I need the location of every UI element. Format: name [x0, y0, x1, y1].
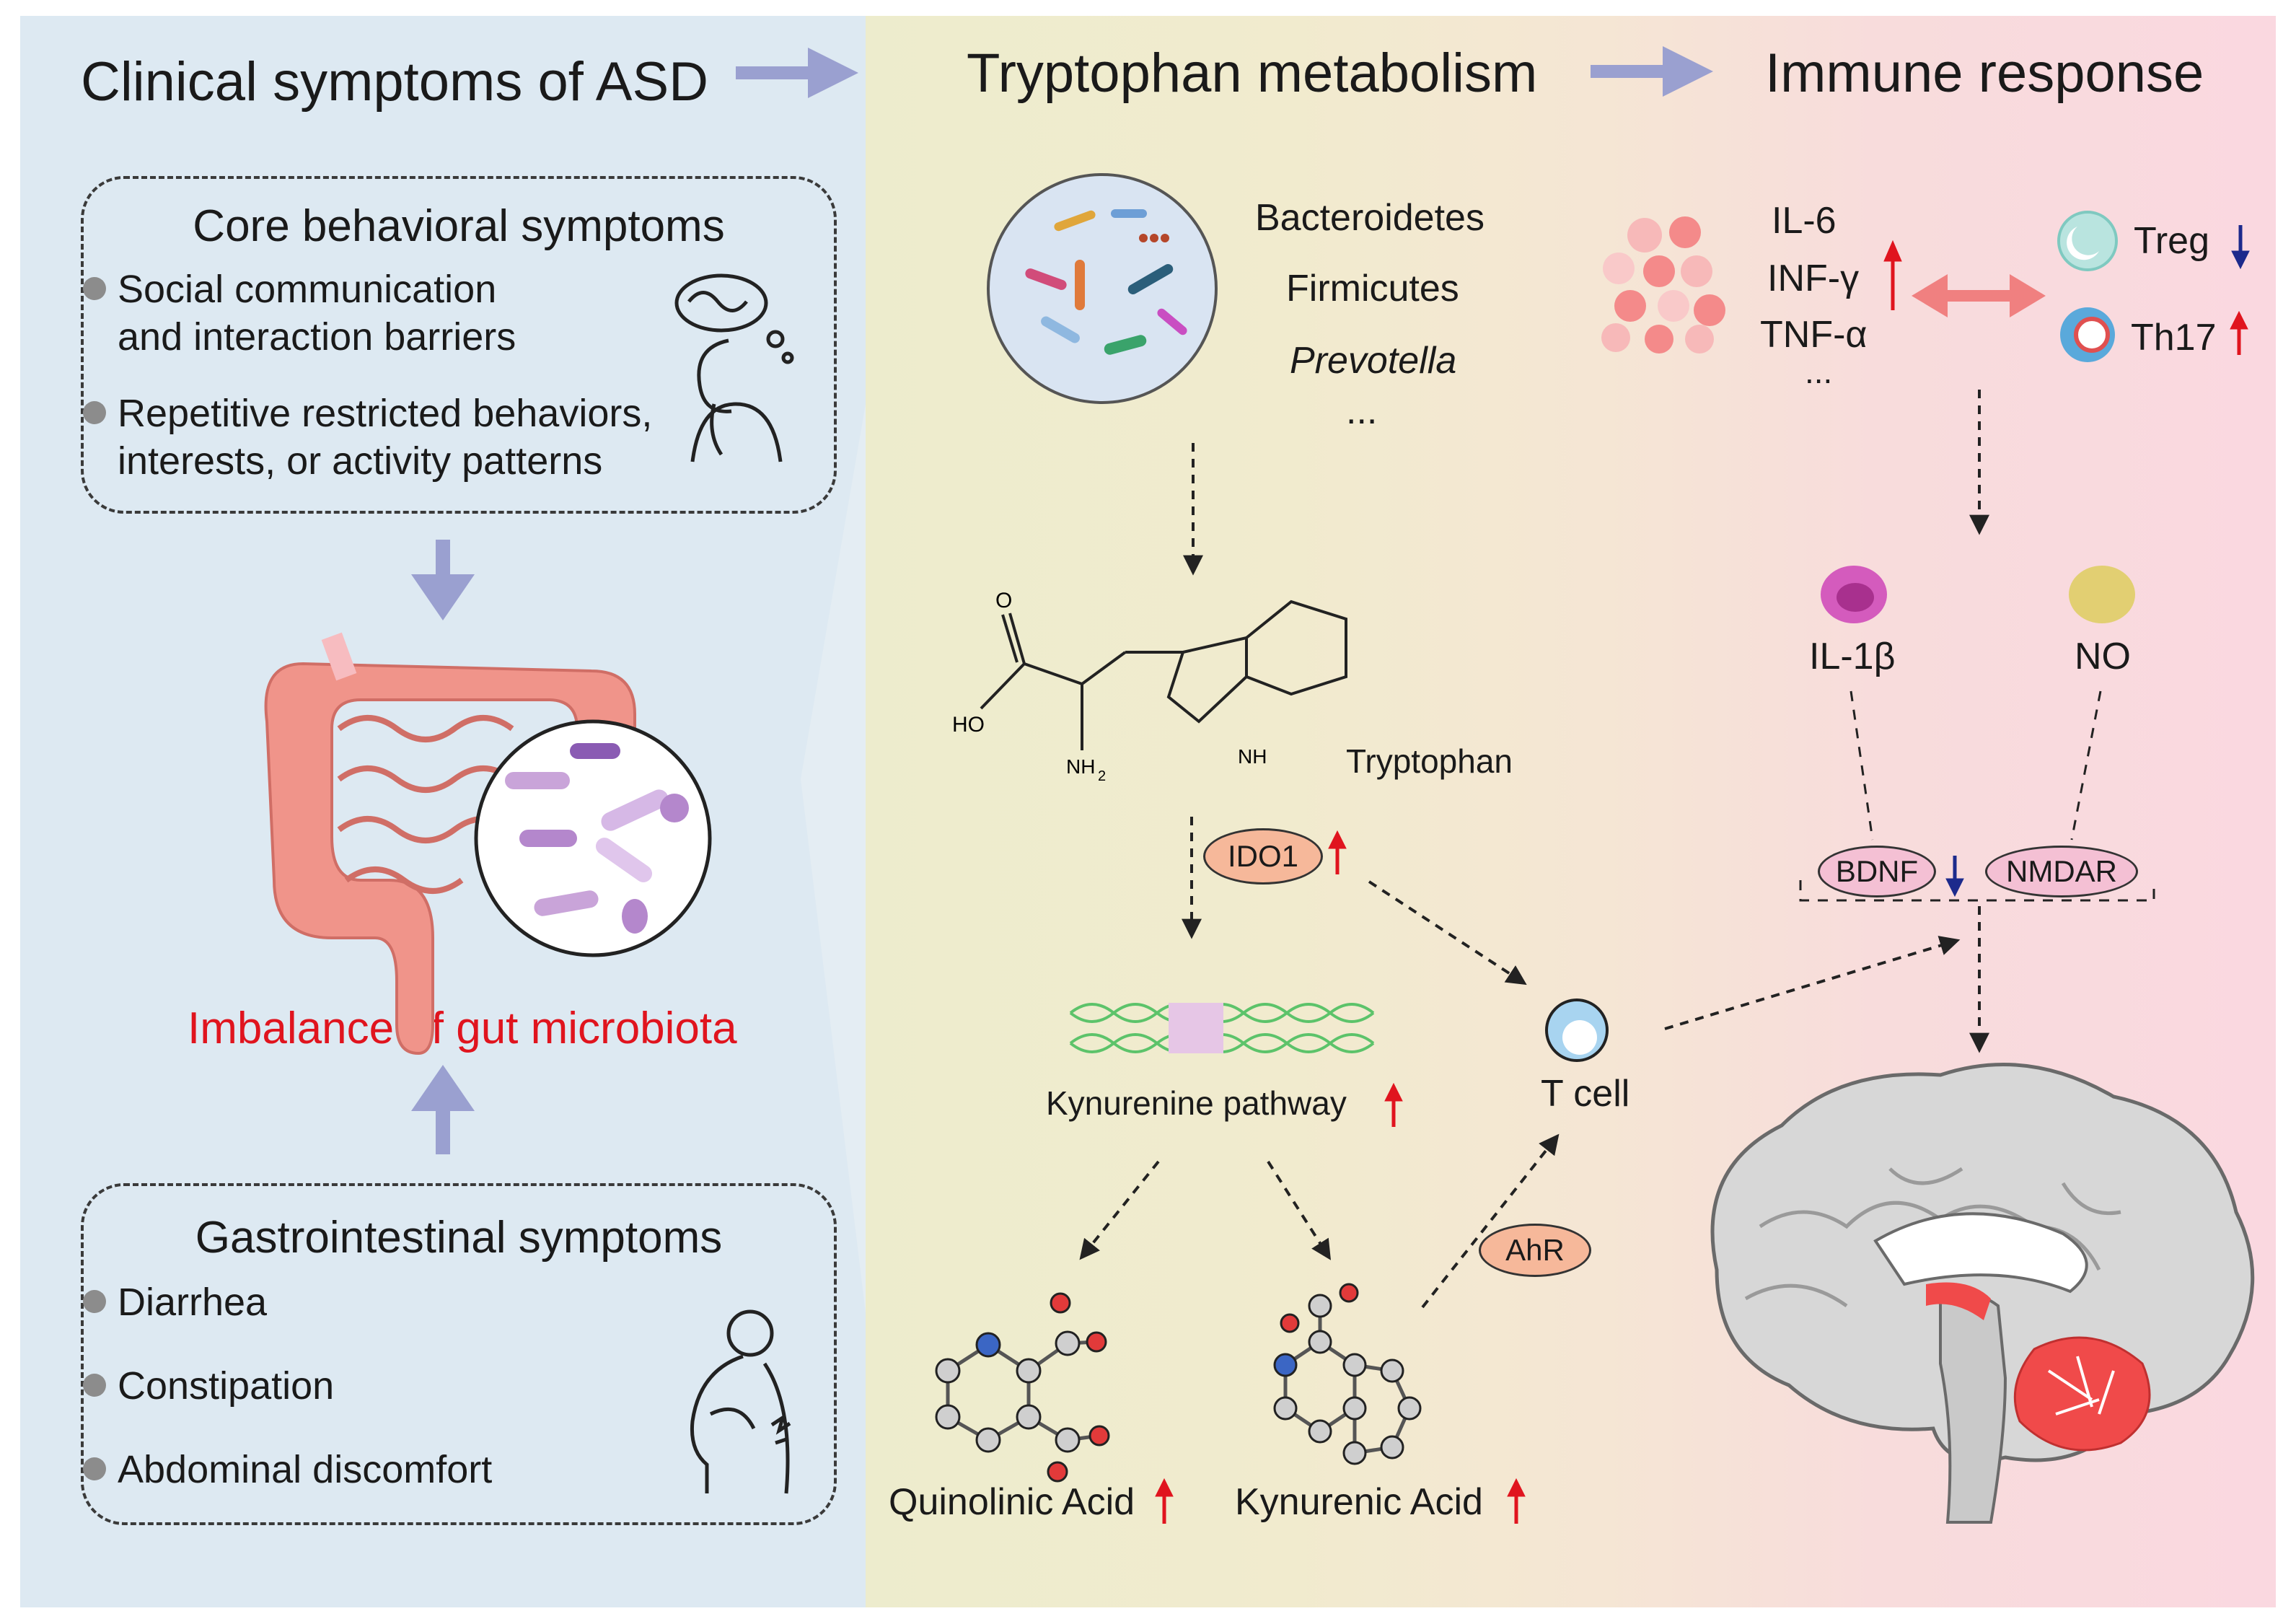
- th17-icon: [2060, 307, 2115, 362]
- bacteria-circle-icon: [474, 719, 712, 957]
- dash-line-il1b-to-bdnf: [1849, 690, 1874, 840]
- atom-o: O: [995, 589, 1012, 613]
- kynurenic-acid-structure-icon: [1273, 1283, 1422, 1465]
- up-arrow-icon: [2230, 310, 2248, 355]
- up-arrow-icon: [1507, 1478, 1526, 1524]
- atom-nh: NH: [1238, 745, 1267, 768]
- no-icon: [2069, 566, 2135, 623]
- down-arrow-icon: [1945, 856, 1964, 897]
- kynurenic-acid-label: Kynurenic Acid: [1235, 1481, 1483, 1523]
- stomach-ache-person-icon: [690, 1309, 791, 1494]
- dash-arrow-ido1-to-tcell: [1368, 880, 1527, 986]
- bullet-icon: [83, 401, 106, 424]
- core-symptom-item: Repetitive restricted behaviors, interes…: [83, 390, 652, 485]
- gi-symptom-item: Diarrhea: [83, 1278, 267, 1326]
- bullet-icon: [83, 1457, 106, 1480]
- bullet-icon: [83, 1290, 106, 1313]
- core-symptoms-box: Core behavioral symptoms: [81, 176, 837, 514]
- immune-title: Immune response: [1765, 43, 2204, 104]
- dash-arrow-to-quinolinic: [1079, 1160, 1160, 1260]
- atom-nh2: NH: [1066, 755, 1095, 778]
- bullet-icon: [83, 1374, 106, 1397]
- cytokine-cluster-icon: [1601, 216, 1725, 354]
- tryptophan-title: Tryptophan metabolism: [967, 43, 1538, 104]
- bacteria-label-bacteroidetes: Bacteroidetes: [1255, 197, 1485, 239]
- tryptophan-structure-icon: [980, 600, 1347, 750]
- treg-label: Treg: [2134, 220, 2209, 262]
- bullet-icon: [83, 277, 106, 300]
- gut-imbalance-label: Imbalance of gut microbiota: [188, 1004, 737, 1053]
- clinical-panel-background: [20, 16, 866, 1607]
- bacteria-label-firmicutes: Firmicutes: [1286, 268, 1459, 310]
- core-symptoms-title: Core behavioral symptoms: [193, 201, 725, 251]
- quinolinic-acid-label: Quinolinic Acid: [889, 1481, 1135, 1523]
- th17-label: Th17: [2131, 317, 2217, 359]
- cytokine-il6: IL-6: [1772, 200, 1837, 242]
- dash-arrow-tcell-to-brain: [1664, 936, 1961, 1030]
- dna-helix-icon: [1069, 1003, 1375, 1053]
- clinical-title: Clinical symptoms of ASD: [81, 51, 709, 113]
- tcell-label: T cell: [1541, 1073, 1630, 1115]
- kynurenine-pathway-label: Kynurenine pathway: [1046, 1084, 1347, 1122]
- arrow-metabolism-to-immune: [1591, 46, 1713, 97]
- cytokine-tnfa: TNF-α: [1760, 314, 1868, 356]
- nmdar-badge: NMDAR: [1985, 846, 2138, 897]
- il1b-icon: [1821, 566, 1887, 623]
- cytokine-ellipsis: ...: [1805, 353, 1833, 390]
- atom-nh2-sub: 2: [1098, 768, 1106, 784]
- dash-bracket: [1799, 880, 2155, 902]
- gi-symptoms-title: Gastrointestinal symptoms: [195, 1213, 723, 1263]
- quinolinic-acid-structure-icon: [935, 1292, 1110, 1483]
- bacteria-label-prevotella: Prevotella: [1290, 340, 1457, 382]
- gi-symptoms-box: Gastrointestinal symptoms: [81, 1183, 837, 1525]
- ahr-badge: AhR: [1479, 1224, 1591, 1277]
- atom-ho: HO: [952, 713, 985, 737]
- bacteria-dish-icon: [987, 173, 1218, 404]
- cytokine-infg: INF-γ: [1767, 258, 1860, 299]
- gi-symptom-item: Constipation: [83, 1362, 334, 1410]
- intestine-icon: [264, 632, 636, 1055]
- arrow-up-from-gi: [411, 1065, 475, 1154]
- zoom-wedge: [801, 404, 866, 1313]
- arrow-clinical-to-metabolism: [736, 48, 858, 98]
- thinking-person-icon: [674, 273, 794, 462]
- dash-arrow-kynurenic-to-tcell: [1421, 1133, 1560, 1309]
- treg-icon: [2057, 211, 2118, 271]
- down-arrow-icon: [2231, 225, 2250, 270]
- tryptophan-label: Tryptophan: [1346, 742, 1513, 780]
- up-arrow-icon: [1155, 1478, 1174, 1524]
- double-arrow-icon: [1912, 274, 2046, 317]
- il1b-label: IL-1β: [1809, 636, 1896, 677]
- arrow-down-to-gut: [411, 540, 475, 620]
- gi-symptom-item: Abdominal discomfort: [83, 1446, 492, 1493]
- bdnf-badge: BDNF: [1818, 846, 1936, 897]
- no-label: NO: [2075, 636, 2131, 677]
- dash-arrow-to-kynurenic: [1267, 1160, 1332, 1260]
- core-symptom-item: Social communication and interaction bar…: [83, 265, 516, 361]
- tcell-icon: [1545, 998, 1609, 1062]
- dash-line-no-to-nmdar: [2070, 690, 2102, 840]
- brain-icon: [1710, 1062, 2255, 1524]
- up-arrow-icon: [1883, 240, 1902, 310]
- up-arrow-icon: [1384, 1082, 1403, 1127]
- ido1-badge: IDO1: [1203, 828, 1323, 885]
- bacteria-label-ellipsis: ...: [1346, 390, 1378, 432]
- up-arrow-icon: [1328, 830, 1347, 874]
